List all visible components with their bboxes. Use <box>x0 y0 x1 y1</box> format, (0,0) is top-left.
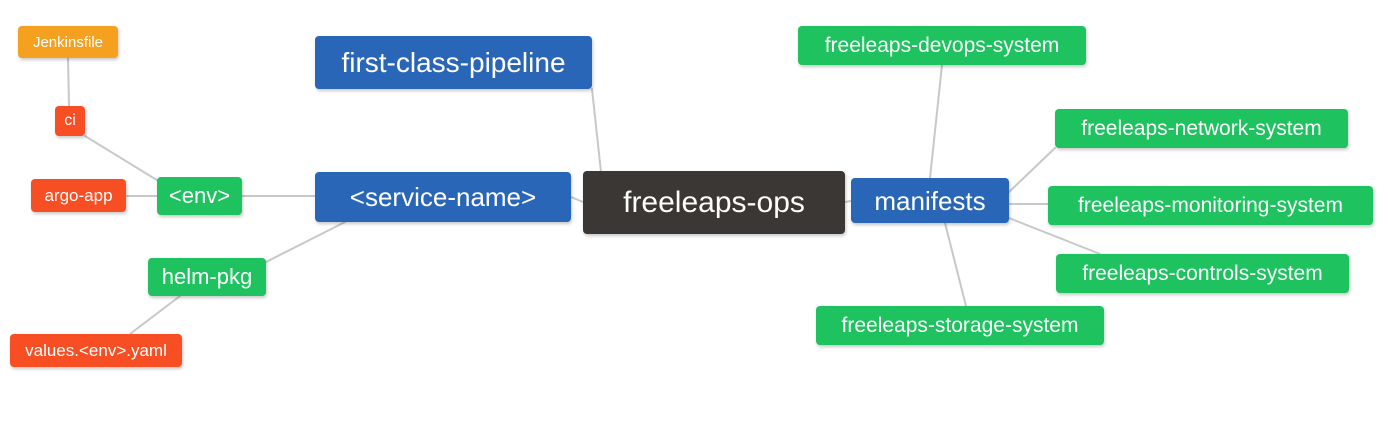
node-label-env: <env> <box>168 183 231 208</box>
node-label-network-system: freeleaps-network-system <box>1081 117 1322 140</box>
edge-manifests-to-network-system <box>1008 147 1056 193</box>
edge-helm-pkg-to-service-name <box>265 221 346 263</box>
node-network-system[interactable]: freeleaps-network-system <box>1055 109 1348 148</box>
node-helm-pkg[interactable]: helm-pkg <box>148 258 266 296</box>
node-label-helm-pkg: helm-pkg <box>161 264 253 289</box>
node-devops-system[interactable]: freeleaps-devops-system <box>798 26 1086 65</box>
node-storage-system[interactable]: freeleaps-storage-system <box>816 306 1104 345</box>
node-values-yaml[interactable]: values.<env>.yaml <box>10 334 182 367</box>
node-label-service-name: <service-name> <box>349 182 537 212</box>
node-service-name[interactable]: <service-name> <box>315 172 571 222</box>
node-label-storage-system: freeleaps-storage-system <box>841 314 1079 337</box>
node-root[interactable]: freeleaps-ops <box>583 171 845 234</box>
node-manifests[interactable]: manifests <box>851 178 1009 223</box>
node-label-argo-app: argo-app <box>44 186 113 205</box>
node-argo-app[interactable]: argo-app <box>31 179 126 212</box>
node-monitoring-system[interactable]: freeleaps-monitoring-system <box>1048 186 1373 225</box>
node-label-ci: ci <box>64 112 76 129</box>
node-label-devops-system: freeleaps-devops-system <box>824 34 1060 57</box>
node-env[interactable]: <env> <box>157 177 242 215</box>
node-jenkinsfile[interactable]: Jenkinsfile <box>18 26 118 58</box>
node-label-first-class-pipeline: first-class-pipeline <box>341 46 566 78</box>
edge-root-to-manifests <box>844 200 852 203</box>
node-label-manifests: manifests <box>874 185 986 216</box>
edge-manifests-to-devops-system <box>929 64 943 179</box>
node-ci[interactable]: ci <box>55 106 85 136</box>
edge-values-yaml-to-helm-pkg <box>129 295 181 335</box>
edge-jenkinsfile-to-ci <box>67 57 70 107</box>
edge-ci-to-env <box>84 135 161 183</box>
node-label-monitoring-system: freeleaps-monitoring-system <box>1078 194 1343 217</box>
edge-service-name-to-root <box>570 196 584 203</box>
node-label-jenkinsfile: Jenkinsfile <box>32 33 104 51</box>
edge-manifests-to-storage-system <box>944 222 967 307</box>
node-first-class-pipeline[interactable]: first-class-pipeline <box>315 36 592 89</box>
node-label-values-yaml: values.<env>.yaml <box>25 341 167 360</box>
edge-manifests-to-controls-system <box>1008 217 1101 255</box>
node-controls-system[interactable]: freeleaps-controls-system <box>1056 254 1349 293</box>
edge-first-class-pipeline-to-root <box>591 88 602 173</box>
node-label-root: freeleaps-ops <box>623 185 805 219</box>
node-label-controls-system: freeleaps-controls-system <box>1082 262 1323 285</box>
